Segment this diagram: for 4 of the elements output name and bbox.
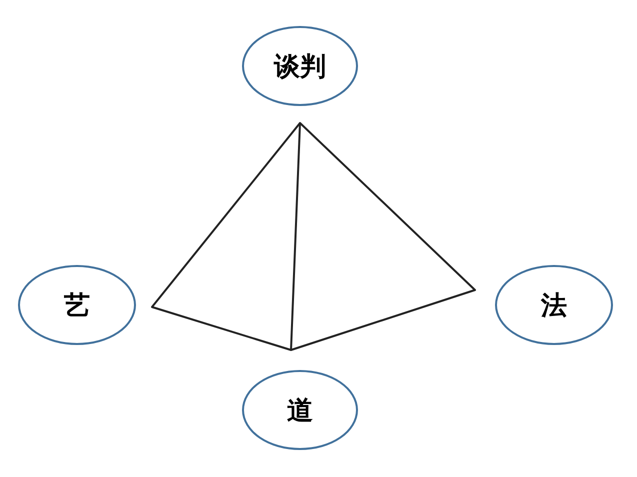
- node-label: 谈判: [274, 50, 326, 84]
- node-label: 艺: [64, 290, 90, 322]
- node-label: 道: [287, 394, 313, 428]
- node-label: 法: [541, 290, 567, 322]
